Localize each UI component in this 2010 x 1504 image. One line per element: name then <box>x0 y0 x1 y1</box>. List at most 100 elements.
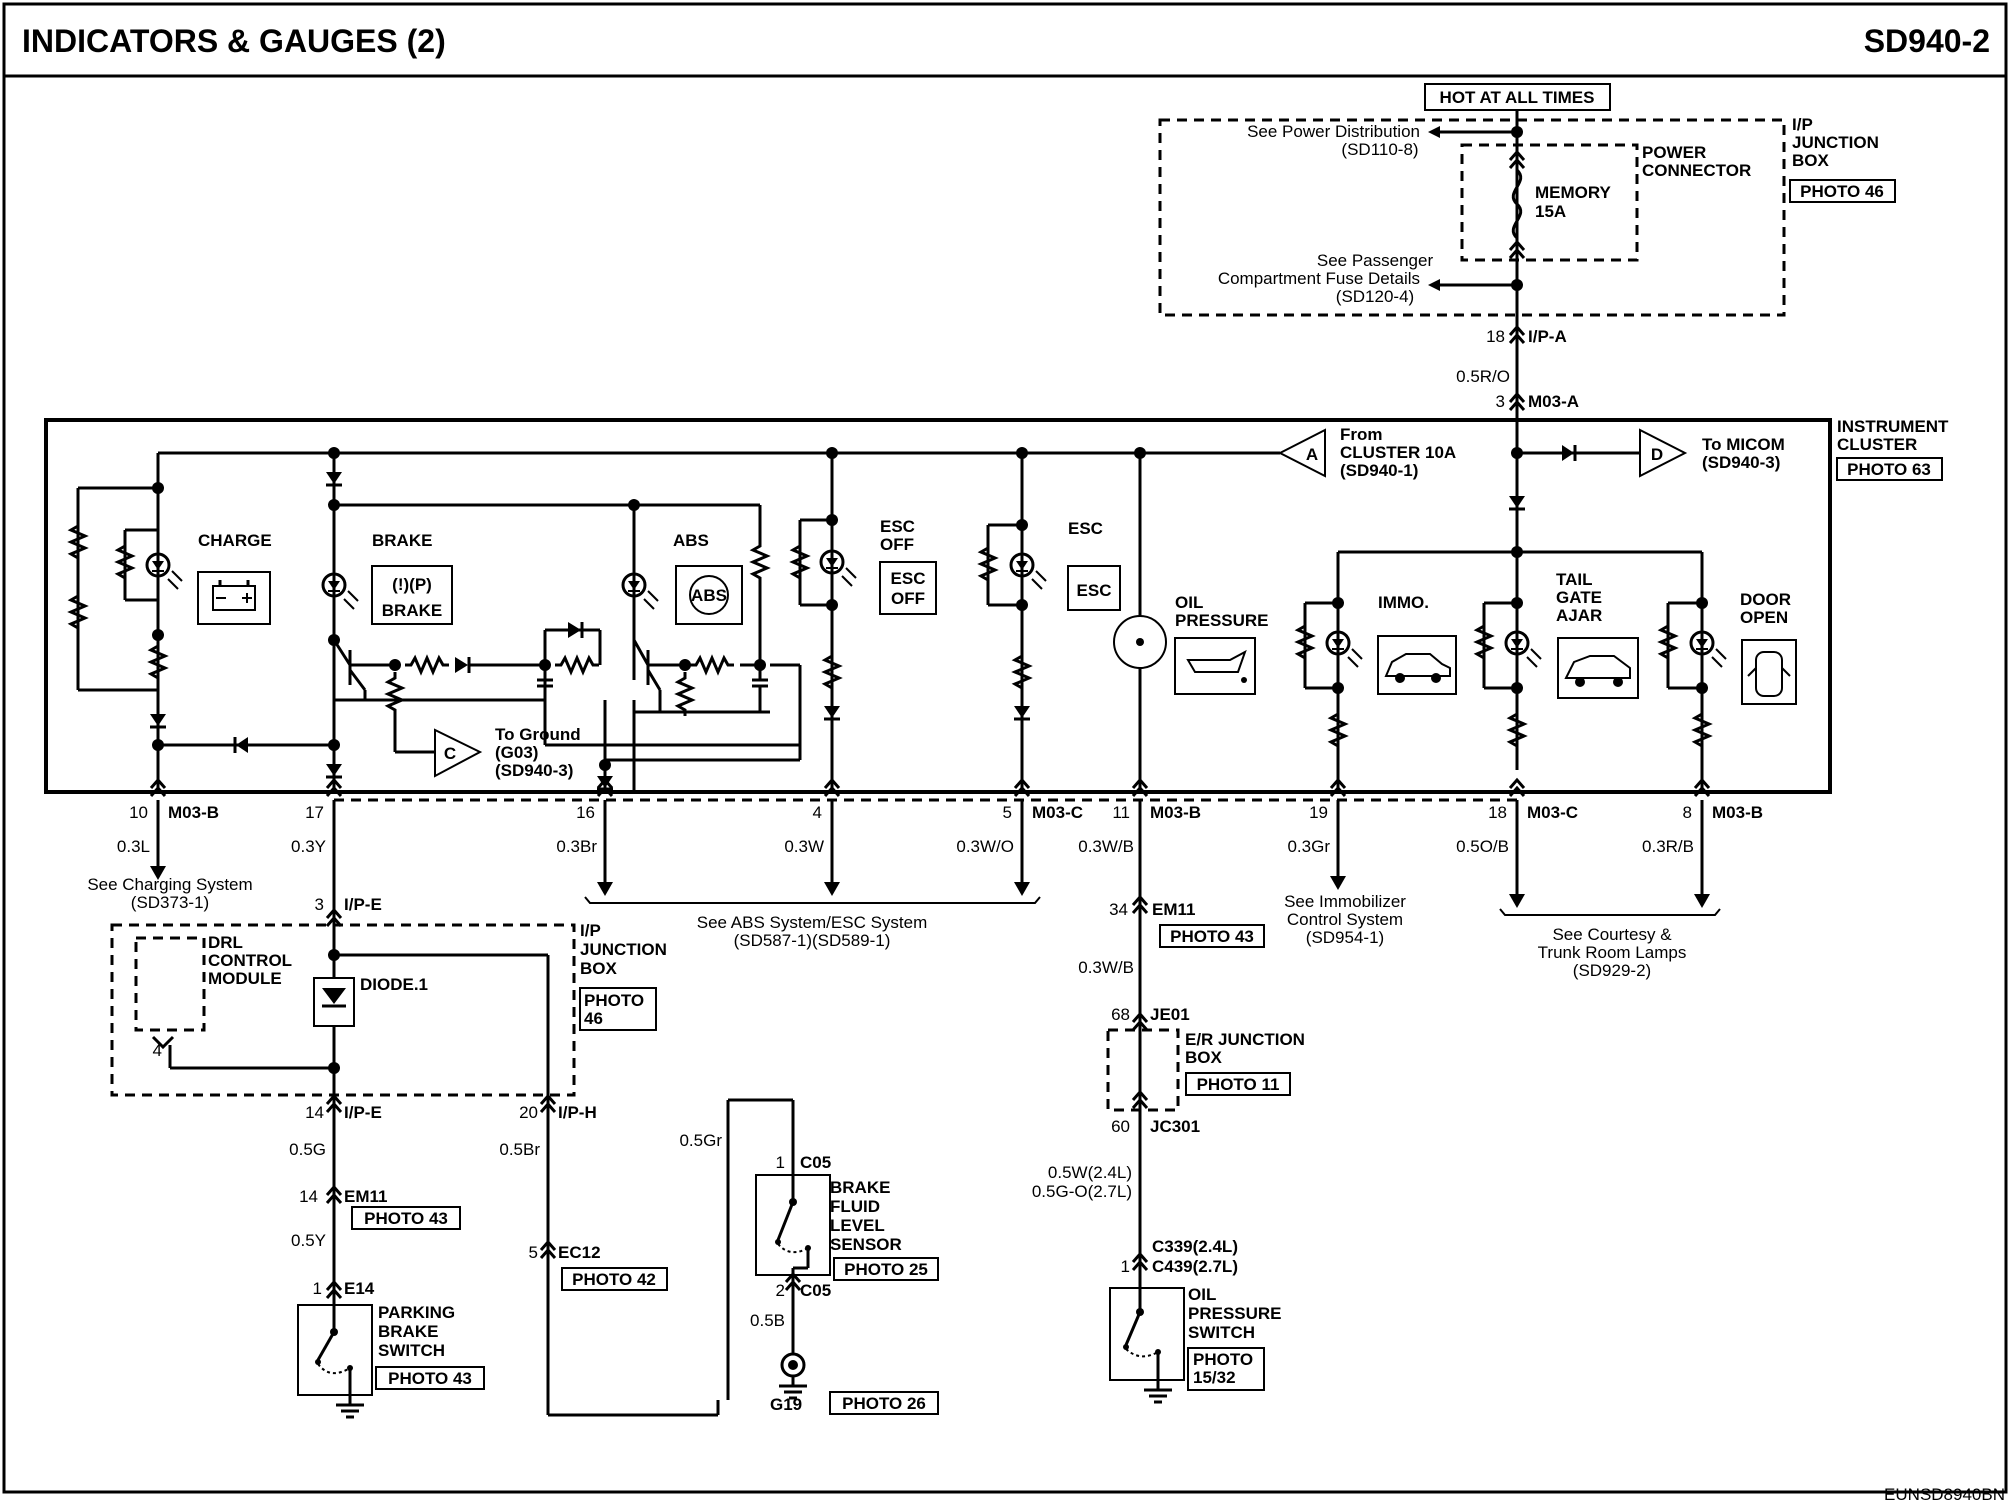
oil-can-icon <box>1174 637 1256 695</box>
esc-icon <box>1067 565 1121 611</box>
op-c339: C339(2.4L) <box>1152 1237 1238 1256</box>
op-pin34: 34 <box>1109 900 1128 919</box>
op-pin1: 1 <box>1121 1257 1130 1276</box>
ll-e14: E14 <box>344 1279 375 1298</box>
bf-photo: PHOTO 25 <box>844 1260 928 1279</box>
diode-label: DIODE.1 <box>360 975 428 994</box>
op-photo11: PHOTO 11 <box>1197 1075 1280 1094</box>
conn-m03b-3: M03-B <box>1712 803 1763 822</box>
op-photo43: PHOTO 43 <box>1170 927 1254 946</box>
ll-pin1: 1 <box>313 1279 322 1298</box>
conn-m03b-1: M03-B <box>168 803 219 822</box>
tri-c: C <box>444 744 456 763</box>
wire-03l: 0.3L <box>117 837 150 856</box>
cluster-photo: PHOTO 63 <box>1847 460 1931 479</box>
hot-label: HOT AT ALL TIMES <box>1440 88 1595 107</box>
conn-m03b-2: M03-B <box>1150 803 1201 822</box>
ll-pin4: 4 <box>153 1041 162 1060</box>
tail-gate-car-icon <box>1557 637 1639 699</box>
brake-icon-symbol: (!)(P) <box>392 575 432 594</box>
battery-icon <box>197 571 271 625</box>
bf-pin2: 2 <box>776 1281 785 1300</box>
ll-pin14a: 14 <box>305 1103 324 1122</box>
abs-label: ABS <box>673 531 709 550</box>
pin-18: 18 <box>1488 803 1507 822</box>
wire-03wb: 0.3W/B <box>1078 837 1134 856</box>
op-wire1: 0.5W(2.4L) <box>1048 1163 1132 1182</box>
see-power-dist: See Power Distribution(SD110-8) <box>1247 122 1420 159</box>
pin-19: 19 <box>1309 803 1328 822</box>
ll-iph: I/P-H <box>558 1103 597 1122</box>
to-micom: To MICOM(SD940-3) <box>1702 435 1785 472</box>
esc-label: ESC <box>1068 519 1103 538</box>
op-em11: EM11 <box>1152 900 1195 919</box>
op-pin68: 68 <box>1111 1005 1130 1024</box>
conn-m03c-1: M03-C <box>1032 803 1083 822</box>
ll-ipe2: I/P-E <box>344 1103 382 1122</box>
door-open-icon <box>1741 639 1797 705</box>
ll-pin5: 5 <box>529 1243 538 1262</box>
g19-label: G19 <box>770 1395 802 1414</box>
esc-off-icon <box>879 561 937 615</box>
conn-m03a: M03-A <box>1528 392 1579 411</box>
pin-4: 4 <box>813 803 822 822</box>
bf-photo26: PHOTO 26 <box>842 1394 926 1413</box>
pin-11: 11 <box>1112 803 1130 822</box>
pin-17: 17 <box>305 803 324 822</box>
ll-ec12: EC12 <box>558 1243 601 1262</box>
wire-03wo: 0.3W/O <box>956 837 1014 856</box>
ll-photo43a: PHOTO 43 <box>364 1209 448 1228</box>
page-title: INDICATORS & GAUGES (2) <box>22 23 446 59</box>
to-ground: To Ground(G03)(SD940-3) <box>495 725 581 780</box>
conn-m03c-2: M03-C <box>1527 803 1578 822</box>
pin-18-top: 18 <box>1486 327 1505 346</box>
pin-8: 8 <box>1683 803 1692 822</box>
ll-ipe: I/P-E <box>344 895 382 914</box>
wire-05b: 0.5B <box>750 1311 785 1330</box>
ll-em11: EM11 <box>344 1187 387 1206</box>
ll-pin20: 20 <box>519 1103 538 1122</box>
pin-16: 16 <box>576 803 595 822</box>
oil-pressure-switch <box>1109 1287 1185 1381</box>
drl-ip-junction-box <box>110 923 576 1097</box>
charge-label: CHARGE <box>198 531 272 550</box>
wire-03y: 0.3Y <box>291 837 326 856</box>
see-charging: See Charging System(SD373-1) <box>87 875 252 912</box>
ll-pin3: 3 <box>315 895 324 914</box>
wire-03w: 0.3W <box>784 837 824 856</box>
wire-05ob: 0.5O/B <box>1456 837 1509 856</box>
wire-05g: 0.5G <box>289 1140 326 1159</box>
brake-warning-icon <box>371 565 453 625</box>
power-connector-outline <box>1460 143 1639 262</box>
footer-ref: EUNSD8940BN <box>1884 1485 2005 1504</box>
diode-1 <box>313 977 355 1027</box>
pin-3-top: 3 <box>1496 392 1505 411</box>
brake-label: BRAKE <box>372 531 432 550</box>
immo-label: IMMO. <box>1378 593 1429 612</box>
bf-c05a: C05 <box>800 1153 831 1172</box>
tri-d: D <box>1651 445 1663 464</box>
esc-icon-text: ESC <box>1077 581 1112 600</box>
abs-icon-text: ABS <box>691 586 727 605</box>
op-pin60: 60 <box>1111 1117 1130 1136</box>
see-courtesy: See Courtesy &Trunk Room Lamps(SD929-2) <box>1538 925 1687 980</box>
ip-junction-box-outline <box>1158 118 1786 317</box>
ll-photo43b: PHOTO 43 <box>388 1369 472 1388</box>
pin-5: 5 <box>1003 803 1012 822</box>
